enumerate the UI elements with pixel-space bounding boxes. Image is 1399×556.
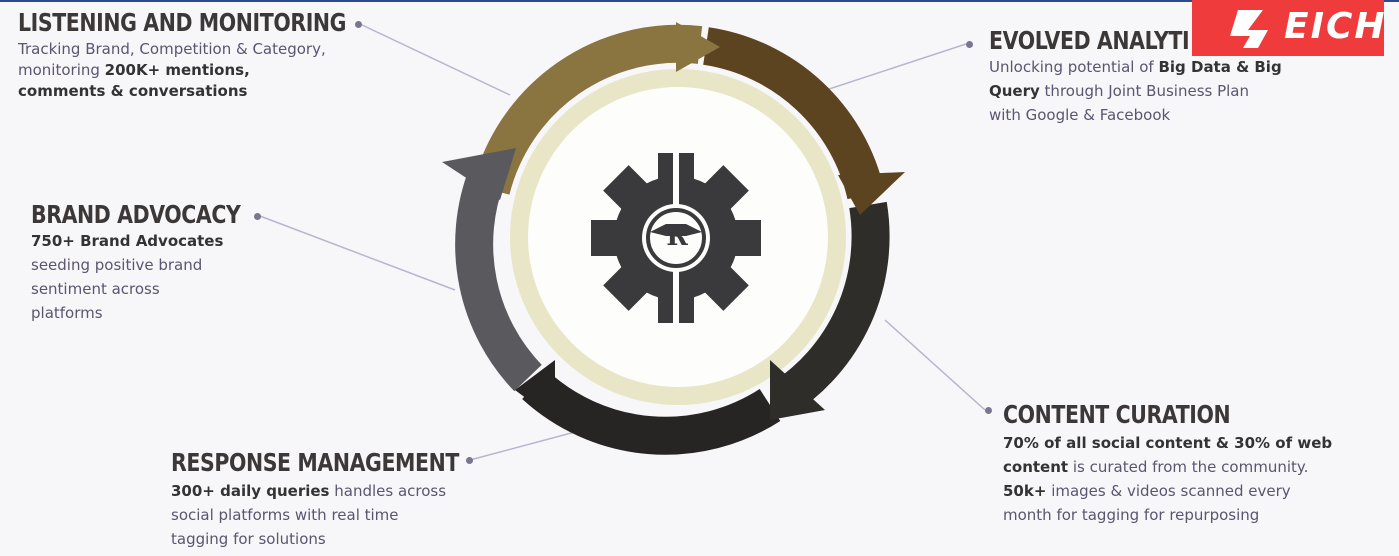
arrow-head-2: [838, 172, 905, 215]
listening-line3: comments & conversations: [18, 82, 248, 100]
curation-line4: month for tagging for repurposing: [1003, 506, 1260, 524]
curation-line1: 70% of all social content & 30% of web: [1003, 434, 1333, 452]
arrow-head-5: [442, 148, 516, 200]
analytics-line1b: Big Data & Big: [1158, 58, 1282, 76]
listening-line2a: monitoring: [18, 61, 105, 79]
arc-advocacy: [455, 168, 542, 392]
curation-line2a: content: [1003, 458, 1069, 476]
curation-section: CONTENT CURATION 70% of all social conte…: [1003, 400, 1332, 527]
logo-text: EICH: [1284, 6, 1384, 47]
curation-line2b: is curated from the community.: [1068, 458, 1309, 476]
arrow-head-4: [515, 360, 555, 420]
advocacy-title: BRAND ADVOCACY: [31, 200, 241, 229]
response-line1a: 300+ daily queries: [171, 482, 330, 500]
logo-mark-icon: [1230, 10, 1268, 48]
bullet-dot: [355, 21, 362, 28]
arc-curation: [769, 201, 890, 417]
analytics-title: EVOLVED ANALYTI: [989, 26, 1190, 55]
top-border: [0, 0, 1399, 2]
response-line3: tagging for solutions: [171, 530, 326, 548]
analytics-section: EVOLVED ANALYTI Unlocking potential of B…: [989, 26, 1282, 127]
bullet-dot: [966, 41, 973, 48]
analytics-line2a: Query: [989, 82, 1040, 100]
bullet-dot: [466, 457, 473, 464]
curation-line3b: images & videos scanned every: [1046, 482, 1291, 500]
response-line1b: handles across: [329, 482, 447, 500]
curation-title: CONTENT CURATION: [1003, 400, 1231, 429]
response-line2: social platforms with real time: [171, 506, 399, 524]
listening-line1: Tracking Brand, Competition & Category,: [18, 40, 326, 58]
brand-emblem-icon: R: [666, 222, 688, 252]
arc-response: [522, 370, 781, 455]
gear-icon: [591, 148, 761, 328]
advocacy-line2: seeding positive brand: [31, 256, 203, 274]
arrow-head-1: [676, 22, 720, 72]
analytics-line3: with Google & Facebook: [989, 106, 1171, 124]
analytics-line2b: through Joint Business Plan: [1039, 82, 1250, 100]
bullet-dot: [254, 213, 261, 220]
advocacy-line3: sentiment across: [31, 280, 160, 298]
listening-line2b: 200K+ mentions,: [104, 61, 250, 79]
brand-logo-badge: EICH: [1192, 0, 1384, 56]
advocacy-line4: platforms: [31, 304, 103, 322]
analytics-line1a: Unlocking potential of: [989, 58, 1159, 76]
listening-section: LISTENING AND MONITORING Tracking Brand,…: [18, 8, 418, 102]
response-title: RESPONSE MANAGEMENT: [171, 448, 459, 477]
arc-analytics: [702, 27, 885, 200]
advocacy-section: BRAND ADVOCACY 750+ Brand Advocates seed…: [31, 200, 286, 325]
response-section: RESPONSE MANAGEMENT 300+ daily queries h…: [171, 448, 522, 551]
listening-title: LISTENING AND MONITORING: [18, 8, 347, 37]
bullet-dot: [985, 407, 992, 414]
advocacy-line1: 750+ Brand Advocates: [31, 232, 224, 250]
arrow-head-3: [770, 360, 825, 420]
curation-line3a: 50k+: [1003, 482, 1047, 500]
